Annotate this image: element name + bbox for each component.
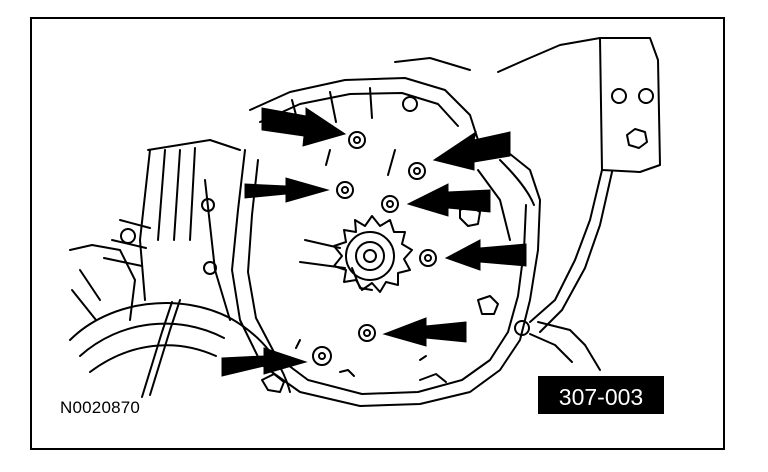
arrow-7 bbox=[221, 347, 308, 377]
callout-arrows bbox=[221, 107, 527, 377]
tool-callout-label: 307-003 bbox=[538, 376, 664, 414]
arrow-5 bbox=[444, 239, 527, 271]
figure-id-code: N0020870 bbox=[60, 398, 141, 417]
housing-outline bbox=[231, 149, 541, 407]
fixture-bracket bbox=[599, 37, 661, 173]
arrow-4 bbox=[406, 183, 491, 217]
center-gear bbox=[333, 215, 413, 293]
arrow-6 bbox=[382, 317, 467, 347]
mounting-bolts bbox=[312, 131, 437, 366]
arrow-1 bbox=[261, 107, 347, 147]
arrow-2 bbox=[432, 130, 511, 171]
arrow-3 bbox=[244, 177, 330, 203]
